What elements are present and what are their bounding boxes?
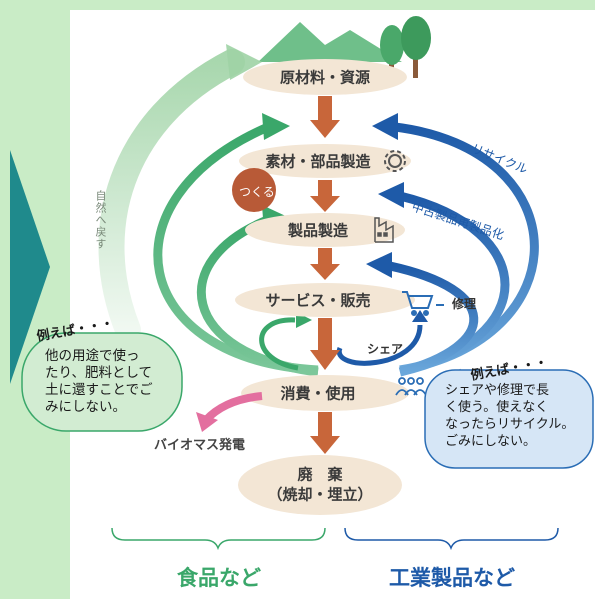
share-loop: [336, 324, 423, 366]
share-label: シェア: [367, 342, 404, 356]
return-to-nature-arrow: [98, 49, 245, 343]
blue-repair-arrow: [389, 261, 479, 377]
left-band: [0, 0, 70, 599]
stage-disposal: 廃 棄: [297, 465, 343, 484]
stage-raw-materials-bg: [243, 59, 407, 95]
industrial-brace: [344, 527, 559, 551]
stage-parts: 素材・部品製造: [265, 152, 371, 171]
stage-raw-materials: 原材料・資源: [279, 68, 371, 87]
stage-products: 製品製造: [287, 221, 349, 240]
green-small-loop: [259, 317, 299, 371]
right-bubble-text: シェアや修理で長 く使う。使えなく なったらリサイクル。 ごみにしない。: [445, 383, 575, 449]
gear-icon: [384, 150, 406, 172]
down-arrows: [310, 96, 340, 454]
stage-consumption: 消費・使用: [280, 384, 356, 403]
stage-service-bg: [235, 283, 415, 317]
stage-service: サービス・販売: [265, 291, 371, 310]
right-speech-bubble: [424, 368, 594, 469]
biomass-label: バイオマス発電: [154, 438, 246, 453]
stage-disposal-bg: [238, 455, 402, 515]
return-to-nature-arrowhead: [226, 44, 262, 80]
industrial-label: 工業製品など: [389, 566, 515, 590]
stage-parts-bg: [239, 144, 411, 178]
make-label: つくる: [239, 185, 275, 199]
biomass-arrow: [203, 392, 263, 423]
food-label: 食品など: [177, 566, 261, 590]
people-icon: [395, 377, 427, 396]
return-to-nature-label: 自然へ戻す: [94, 190, 107, 250]
stage-products-bg: [245, 213, 405, 247]
cart-icon: [402, 291, 444, 316]
food-brace: [111, 527, 326, 551]
mountain-icon: [258, 22, 402, 62]
left-bubble-text: 他の用途で使っ たり、肥料として 土に還すことでご みにしない。: [45, 348, 153, 415]
tree-icon: [380, 16, 431, 83]
stage-disposal-detail: （焼却・埋立）: [267, 485, 373, 504]
factory-icon: [374, 217, 394, 243]
make-badge: [232, 168, 276, 212]
green-loop-inner: [196, 214, 319, 377]
repair-label: 修理: [452, 297, 477, 311]
stage-consumption-bg: [241, 375, 409, 411]
left-speech-bubble: [21, 332, 183, 432]
